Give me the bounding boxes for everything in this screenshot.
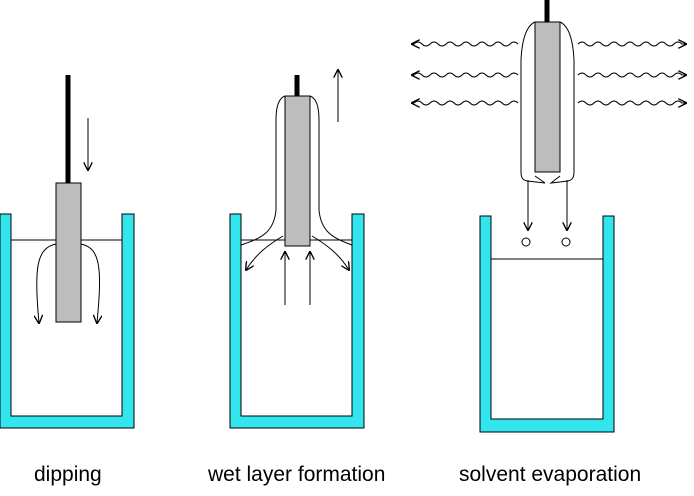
- caption-wet-layer-formation: wet layer formation: [208, 463, 386, 486]
- vapor-arrow-right-2: [577, 73, 686, 77]
- vapor-arrow-left-2: [412, 73, 519, 77]
- beaker-wet-layer: [229, 213, 365, 429]
- vapor-arrows-left: [412, 42, 519, 105]
- droplet-left: [521, 237, 531, 247]
- vapor-arrows-right: [577, 42, 686, 105]
- vapor-arrow-right-3: [577, 101, 686, 105]
- flow-arrow-left: [37, 243, 57, 323]
- beaker-evaporation: [479, 215, 615, 433]
- flow-arrow-out-left: [246, 235, 284, 270]
- step-solvent-evaporation: [412, 0, 686, 433]
- flow-arrow-out-right: [311, 235, 349, 270]
- substrate: [534, 21, 561, 173]
- beaker-dipping: [0, 213, 135, 429]
- substrate: [284, 95, 311, 247]
- flow-arrow-right: [80, 243, 100, 323]
- wet-film-outline: [240, 95, 353, 246]
- substrate: [55, 182, 82, 323]
- caption-dipping: dipping: [34, 463, 102, 486]
- vapor-arrow-left-3: [412, 101, 519, 105]
- caption-solvent-evaporation: solvent evaporation: [459, 463, 642, 486]
- coating-layer-outline: [520, 21, 575, 184]
- vapor-arrow-left-1: [412, 42, 519, 46]
- step-wet-layer-formation: [229, 70, 365, 429]
- vapor-arrow-right-1: [577, 42, 686, 46]
- step-dipping: [0, 75, 135, 429]
- droplet-right: [561, 237, 571, 247]
